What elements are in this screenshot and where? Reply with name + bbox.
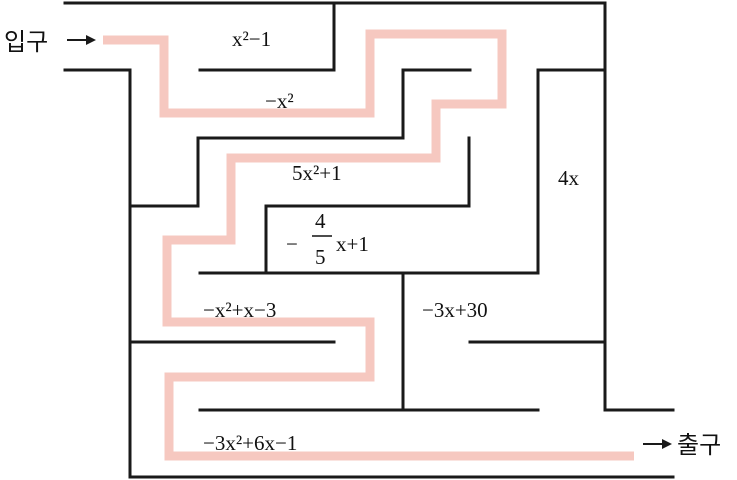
expression-4: − 4 5 x+1 [286,209,369,269]
exit-arrowhead-icon [662,439,672,449]
expression-2: −x² [265,89,294,113]
expression-4-rest: x+1 [336,232,369,256]
expression-5: 4x [558,166,580,190]
expression-4-denominator: 5 [315,245,326,269]
entrance: 입구 [4,28,96,56]
expression-7: −3x+30 [422,298,488,322]
exit: 출구 [643,431,721,459]
expression-6: −x²+x−3 [203,298,276,322]
entrance-arrowhead-icon [86,35,96,45]
expression-8: −3x²+6x−1 [203,431,297,455]
exit-label: 출구 [677,431,721,459]
solution-path [103,29,634,461]
expression-3: 5x²+1 [292,161,342,185]
maze-walls [63,1,675,479]
expression-1: x²−1 [232,27,271,51]
expression-4-sign: − [286,232,298,256]
entrance-label: 입구 [4,28,48,56]
expression-4-numerator: 4 [315,209,326,233]
